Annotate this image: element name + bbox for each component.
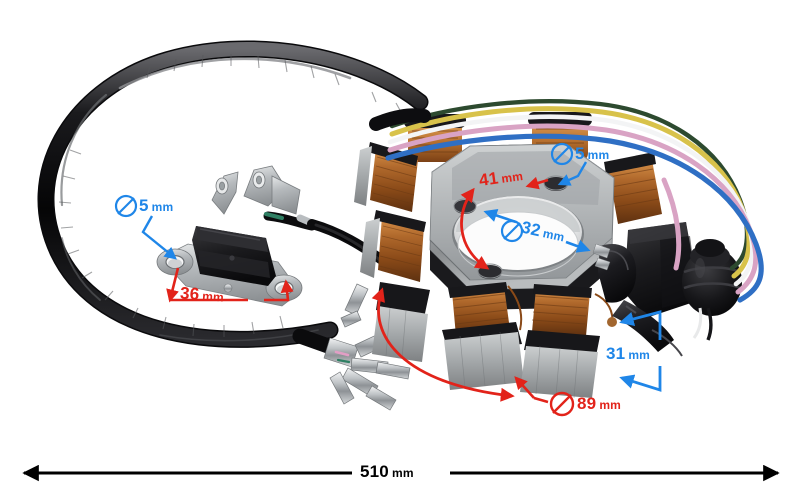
leader-stator-thickness — [619, 310, 662, 392]
diameter-symbol-bore — [500, 219, 524, 243]
leader-pickup-hole-spacing — [166, 267, 294, 303]
leader-stator-hole-diameter — [557, 161, 588, 186]
wire-harness — [369, 99, 764, 303]
wire-grommet — [682, 239, 742, 341]
leader-pickup-hole-diameter — [141, 215, 177, 260]
leader-stator-bolt-circle — [460, 176, 549, 270]
diameter-symbol-outer — [549, 391, 575, 417]
diameter-symbol-pickup-hole — [114, 194, 138, 218]
diameter-symbol-stator-hole — [550, 142, 574, 166]
stator-coil-right — [604, 152, 662, 224]
main-cable-loop — [37, 40, 429, 348]
leader-stator-outer-diameter — [371, 287, 549, 404]
stator-coils-left — [354, 142, 426, 282]
